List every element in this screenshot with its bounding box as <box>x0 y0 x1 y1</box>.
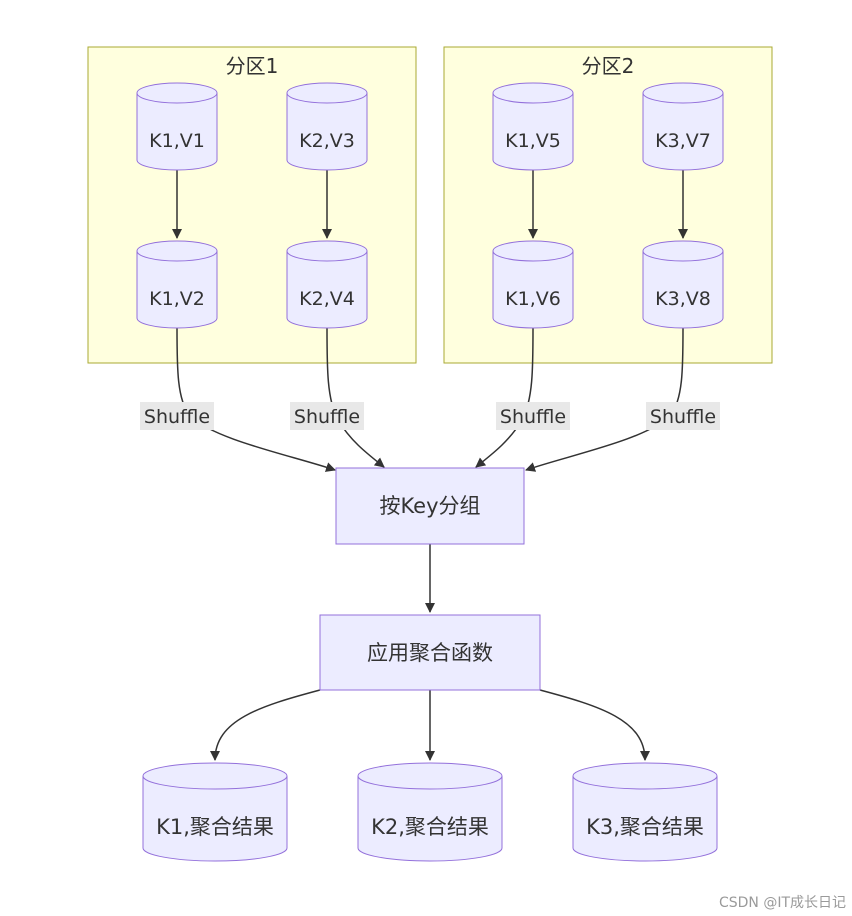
node-p2-k1v6: K1,V6 <box>492 240 574 329</box>
node-k1-result: K1,聚合结果 <box>142 762 288 862</box>
svg-text:K2,V4: K2,V4 <box>299 288 355 310</box>
node-p1-k1v1: K1,V1 <box>136 82 218 171</box>
svg-text:K1,V5: K1,V5 <box>505 130 561 152</box>
svg-text:K1,聚合结果: K1,聚合结果 <box>156 815 274 839</box>
node-p1-k2v3: K2,V3 <box>286 82 368 171</box>
svg-text:Shuffle: Shuffle <box>500 406 566 428</box>
svg-text:K3,聚合结果: K3,聚合结果 <box>586 815 704 839</box>
svg-text:K3,V8: K3,V8 <box>655 288 711 310</box>
svg-text:K1,V6: K1,V6 <box>505 288 561 310</box>
edge-agg-to-k3 <box>539 689 650 761</box>
node-p2-k3v7: K3,V7 <box>642 82 724 171</box>
node-p2-k3v8: K3,V8 <box>642 240 724 329</box>
edge-label-shuffle-3: Shuffle <box>496 402 570 430</box>
svg-text:按Key分组: 按Key分组 <box>379 494 480 518</box>
cluster-title-partition1: 分区1 <box>226 54 279 78</box>
node-p1-k1v2: K1,V2 <box>136 240 218 329</box>
node-k2-result: K2,聚合结果 <box>357 762 503 862</box>
edge-agg-to-k1 <box>210 689 321 761</box>
svg-text:Shuffle: Shuffle <box>650 406 716 428</box>
svg-text:K1,V2: K1,V2 <box>149 288 205 310</box>
svg-text:应用聚合函数: 应用聚合函数 <box>367 641 493 665</box>
edge-label-shuffle-2: Shuffle <box>290 402 364 430</box>
node-k3-result: K3,聚合结果 <box>572 762 718 862</box>
svg-text:Shuffle: Shuffle <box>294 406 360 428</box>
svg-text:K1,V1: K1,V1 <box>149 130 205 152</box>
svg-text:Shuffle: Shuffle <box>144 406 210 428</box>
svg-text:K2,聚合结果: K2,聚合结果 <box>371 815 489 839</box>
node-group-by-key: 按Key分组 <box>335 467 525 545</box>
svg-text:K3,V7: K3,V7 <box>655 130 711 152</box>
svg-text:K2,V3: K2,V3 <box>299 130 355 152</box>
edge-label-shuffle-4: Shuffle <box>646 402 720 430</box>
node-p1-k2v4: K2,V4 <box>286 240 368 329</box>
cluster-title-partition2: 分区2 <box>582 54 635 78</box>
node-apply-aggregation: 应用聚合函数 <box>319 614 541 691</box>
edge-label-shuffle-1: Shuffle <box>140 402 214 430</box>
watermark: CSDN @IT成长日记 <box>718 895 846 911</box>
node-p2-k1v5: K1,V5 <box>492 82 574 171</box>
